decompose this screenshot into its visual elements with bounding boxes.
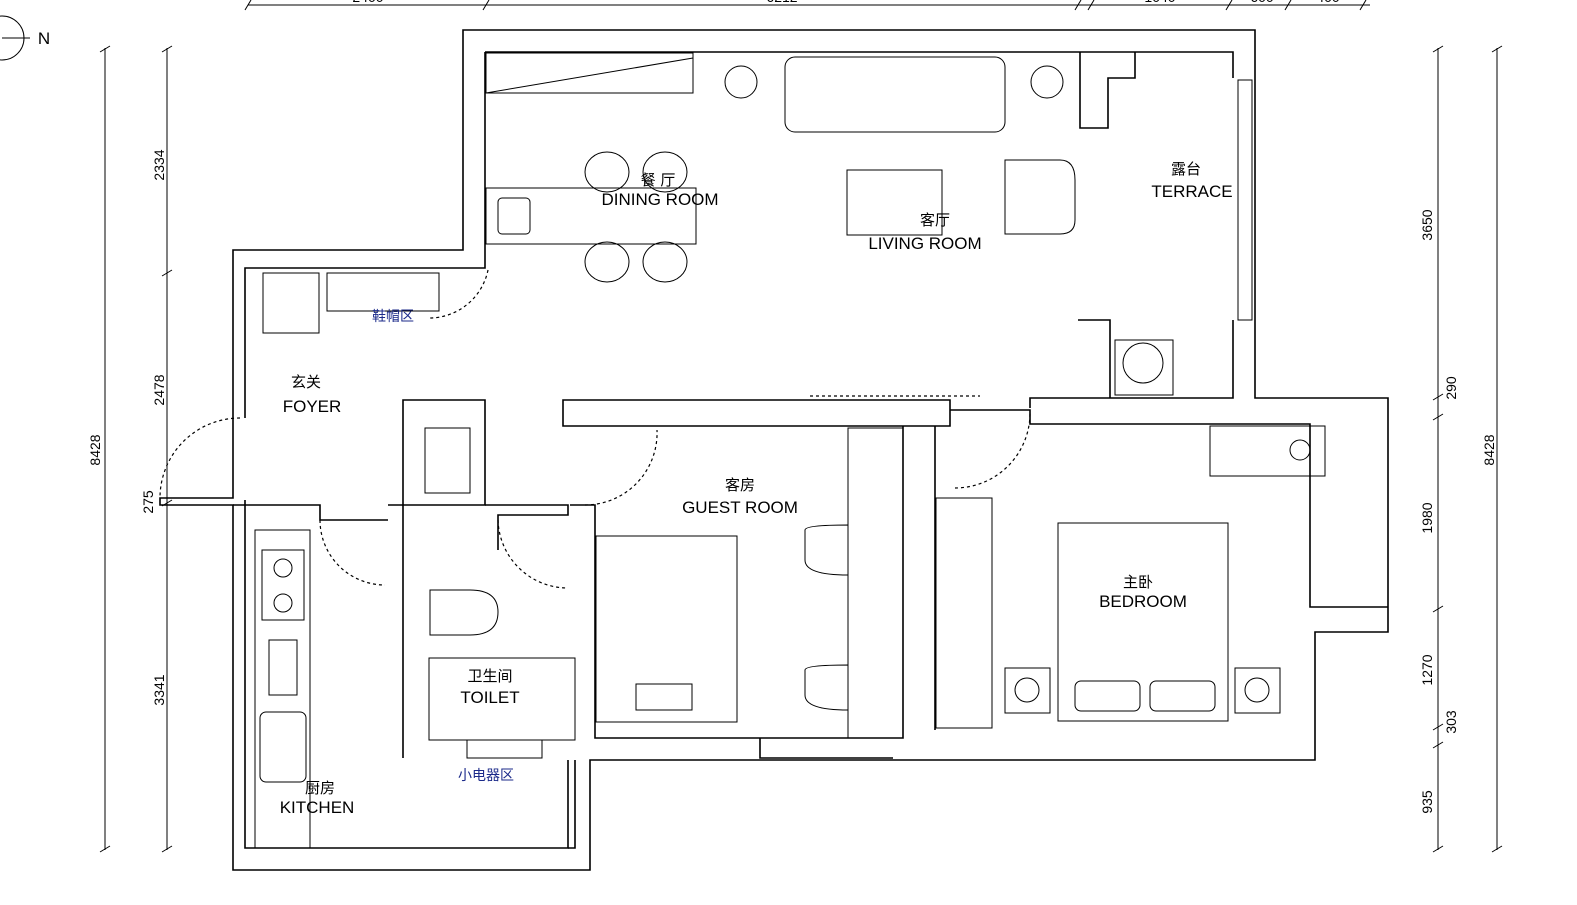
living-cn: 客厅	[920, 211, 950, 229]
shoe-cabinet	[326, 272, 440, 312]
bench	[262, 272, 320, 334]
dim-left-4: 3341	[151, 674, 167, 705]
room-labels: 餐 厅 DINING ROOM 客厅 LIVING ROOM 露台 TERRAC…	[280, 160, 1233, 817]
side-lamp-right	[1030, 65, 1064, 99]
kitchen-counter	[254, 529, 311, 849]
guest-chair-1	[804, 524, 849, 576]
guest-cn: 客房	[725, 476, 755, 494]
dim-left-total: 8428	[87, 434, 103, 465]
washing-machine	[1114, 339, 1174, 396]
sink	[497, 197, 531, 235]
dim-right-2: 290	[1443, 376, 1459, 400]
guest-wardrobe	[847, 427, 904, 739]
kitchen-sink	[259, 711, 307, 783]
outer-wall	[159, 29, 1389, 871]
dim-right-4: 1270	[1419, 654, 1435, 685]
dim-right-1: 3650	[1419, 209, 1435, 240]
nightstand-left	[1004, 667, 1051, 714]
kitchen-cn: 厨房	[305, 779, 335, 797]
dim-left-2: 2478	[151, 374, 167, 405]
dim-top-1: 2400	[352, 0, 383, 5]
terrace-en: TERRACE	[1151, 182, 1232, 201]
dim-right-5: 303	[1443, 710, 1459, 734]
sofa	[784, 56, 1006, 133]
guest-en: GUEST ROOM	[682, 498, 798, 517]
dining-en: DINING ROOM	[601, 190, 718, 209]
tv-cabinet	[485, 52, 694, 94]
living-en: LIVING ROOM	[868, 234, 981, 253]
right-dimensions: 3650 290 1980 1270 303 935 8428	[1419, 45, 1503, 853]
foyer-en: FOYER	[283, 397, 342, 416]
dim-left-1: 2334	[151, 149, 167, 180]
terrace-cn: 露台	[1171, 160, 1201, 178]
nightstand-right	[1234, 667, 1281, 714]
dim-right-3: 1980	[1419, 502, 1435, 533]
coffee-table	[846, 169, 943, 236]
toilet-cn: 卫生间	[467, 667, 512, 685]
bedroom-en: BEDROOM	[1099, 592, 1187, 611]
dim-top-4: 600	[1250, 0, 1274, 5]
kitchen-en: KITCHEN	[280, 798, 355, 817]
dining-cn: 餐 厅	[641, 171, 676, 189]
armchair	[1004, 159, 1076, 235]
appliance-area-cn: 小电器区	[458, 768, 514, 784]
inner-wall-line	[244, 51, 1234, 849]
dining-table	[485, 187, 697, 245]
shoe-area-cn: 鞋帽区	[372, 309, 414, 325]
compass-north-label: N	[38, 29, 50, 48]
bedroom-cn: 主卧	[1123, 573, 1153, 591]
desk	[1209, 425, 1326, 477]
furniture	[254, 52, 1326, 849]
fridge	[268, 639, 298, 696]
bedroom-wardrobe	[935, 497, 993, 729]
dim-top-3: 1040	[1144, 0, 1175, 5]
toilet-window	[466, 739, 543, 759]
toilet-fixture	[429, 589, 499, 636]
door-swings	[159, 269, 1031, 589]
dim-left-3: 275	[140, 490, 156, 514]
dim-right-total: 8428	[1481, 434, 1497, 465]
dim-right-6: 935	[1419, 790, 1435, 814]
side-lamp-left	[724, 65, 758, 99]
top-dimension: 2400 6212 1040 600 400	[244, 0, 1370, 11]
master-bed	[1057, 522, 1229, 722]
guest-bed	[595, 535, 738, 723]
toilet-en: TOILET	[460, 688, 519, 707]
interior-walls	[233, 52, 1388, 849]
foyer-cn: 玄关	[291, 373, 321, 391]
dim-top-2: 6212	[766, 0, 797, 5]
terrace-window	[1237, 79, 1253, 321]
stove	[261, 549, 305, 621]
dim-top-5: 400	[1316, 0, 1340, 5]
left-dimensions: 8428 2334 2478 275 3341	[87, 45, 173, 853]
compass: N	[0, 15, 50, 61]
wash-basin	[424, 427, 471, 494]
guest-chair-2	[804, 664, 849, 711]
